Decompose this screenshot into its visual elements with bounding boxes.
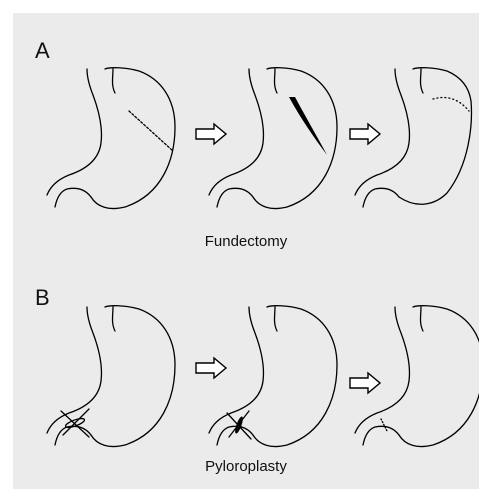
stomach-b1: [47, 306, 175, 447]
resected-fundus: [289, 97, 327, 155]
stomach-b3: [355, 306, 479, 447]
stomach-a2: [209, 68, 337, 209]
staple-line: [433, 98, 469, 112]
incision-marks: [61, 409, 89, 437]
arrow-right-icon: [350, 373, 380, 393]
stomach-a1: [47, 68, 175, 209]
figure: A Fundectomy B Pyloroplasty: [13, 13, 479, 489]
arrow-right-icon: [196, 124, 226, 144]
resection-line: [129, 111, 173, 151]
stomach-b2: [209, 306, 337, 447]
suture-line: [381, 419, 387, 431]
diagram-canvas: [13, 13, 479, 489]
incision-marks: [227, 411, 251, 439]
arrow-right-icon: [350, 124, 380, 144]
arrow-right-icon: [196, 358, 226, 378]
